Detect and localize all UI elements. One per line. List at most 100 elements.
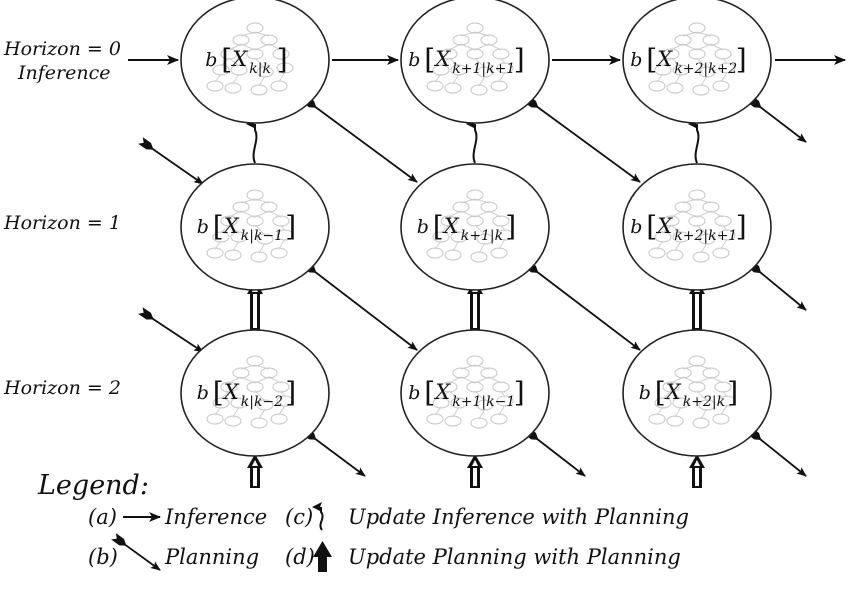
node-right-bracket: ]: [285, 210, 296, 243]
node-x-symbol: X: [433, 47, 451, 71]
node-left-bracket: [: [213, 376, 224, 409]
node-circle: [622, 163, 772, 291]
planning-arrow: [523, 426, 586, 477]
node-b-symbol: b: [630, 49, 642, 71]
update-inference-arrow: [688, 119, 700, 164]
node-circle: [622, 329, 772, 457]
planning-arrow: [301, 95, 418, 183]
legend-title: Legend:: [37, 470, 149, 501]
tree-watermark-icon: [206, 189, 294, 263]
node-right-bracket: ]: [514, 43, 525, 76]
legend-key-c: (c): [285, 505, 313, 529]
node-subscript: k+1|k: [461, 228, 503, 244]
node-left-bracket: [: [433, 210, 444, 243]
node-subscript: k+2|k+1: [674, 228, 737, 244]
node-x-symbol: X: [655, 47, 673, 71]
node-circle: [180, 329, 330, 457]
update-planning-arrow: [247, 454, 263, 488]
node-circle: [400, 163, 550, 291]
tree-watermark-icon: [648, 355, 736, 429]
node-right-bracket: ]: [505, 210, 516, 243]
node-x-symbol: X: [222, 380, 240, 404]
tree-watermark-icon: [426, 22, 514, 96]
node-circle: [180, 163, 330, 291]
planning-arrow: [523, 259, 641, 351]
horizon-label-2: Horizon = 2: [3, 377, 121, 399]
planning-arrows: [138, 94, 807, 477]
node-left-bracket: [: [221, 43, 232, 76]
node-left-bracket: [: [655, 376, 666, 409]
node-subscript: k+1|k+1: [452, 61, 515, 77]
legend-label-b: Planning: [164, 545, 259, 569]
legend-key-d: (d): [285, 545, 315, 569]
node-circle: [400, 329, 550, 457]
horizon-label-1: Horizon = 1: [3, 212, 121, 234]
node-x-symbol: X: [433, 380, 451, 404]
node-x-symbol: X: [222, 214, 240, 238]
planning-arrow-icon: [111, 533, 161, 571]
horizon-label-0: Horizon = 0 Inference: [3, 38, 121, 84]
node-b-symbol: b: [417, 216, 429, 238]
node-x-symbol: X: [664, 380, 682, 404]
svg-text:Horizon = 0: Horizon = 0: [3, 38, 121, 60]
node-right-bracket: ]: [736, 210, 747, 243]
diagram-edges: [128, 55, 846, 488]
node-right-bracket: ]: [736, 43, 747, 76]
node-subscript: k|k: [249, 61, 271, 77]
planning-arrow: [523, 95, 641, 183]
node-left-bracket: [: [424, 376, 435, 409]
update-inference-arrow: [246, 119, 258, 164]
legend-label-a: Inference: [164, 505, 267, 529]
node-right-bracket: ]: [514, 376, 525, 409]
update-inference-arrows: [246, 119, 700, 164]
planning-arrow: [138, 307, 204, 353]
update-inference-arrow: [466, 119, 478, 164]
node-b-symbol: b: [197, 216, 209, 238]
node-b-symbol: b: [639, 382, 651, 404]
node-left-bracket: [: [213, 210, 224, 243]
update-inference-arrow-icon: [312, 502, 324, 531]
node-left-bracket: [: [424, 43, 435, 76]
node-x-symbol: X: [442, 214, 460, 238]
legend-key-a: (a): [88, 505, 117, 529]
node-subscript: k|k−2: [241, 394, 283, 410]
legend: Legend: (a) Inference (b) Planning (c) U…: [37, 470, 689, 572]
node-b-symbol: b: [408, 382, 420, 404]
tree-watermark-icon: [206, 22, 294, 96]
update-planning-arrow-icon: [313, 541, 332, 572]
legend-label-c: Update Inference with Planning: [348, 505, 689, 529]
node-right-bracket: ]: [277, 43, 288, 76]
planning-arrow: [746, 426, 807, 477]
tree-watermark-icon: [426, 355, 514, 429]
node-left-bracket: [: [646, 43, 657, 76]
node-b-symbol: b: [205, 49, 217, 71]
tree-watermark-icon: [206, 355, 294, 429]
svg-text:Inference: Inference: [17, 62, 110, 84]
node-b-symbol: b: [630, 216, 642, 238]
node-subscript: k+2|k: [683, 394, 725, 410]
svg-text:Horizon = 2: Horizon = 2: [3, 377, 121, 399]
node-subscript: k+1|k−1: [452, 394, 515, 410]
node-b-symbol: b: [408, 49, 420, 71]
node-circle: [622, 0, 772, 124]
planning-arrow: [138, 137, 204, 185]
node-subscript: k+2|k+2: [674, 61, 737, 77]
node-x-symbol: X: [230, 47, 248, 71]
planning-arrow: [746, 259, 807, 311]
tree-watermark-icon: [648, 189, 736, 263]
